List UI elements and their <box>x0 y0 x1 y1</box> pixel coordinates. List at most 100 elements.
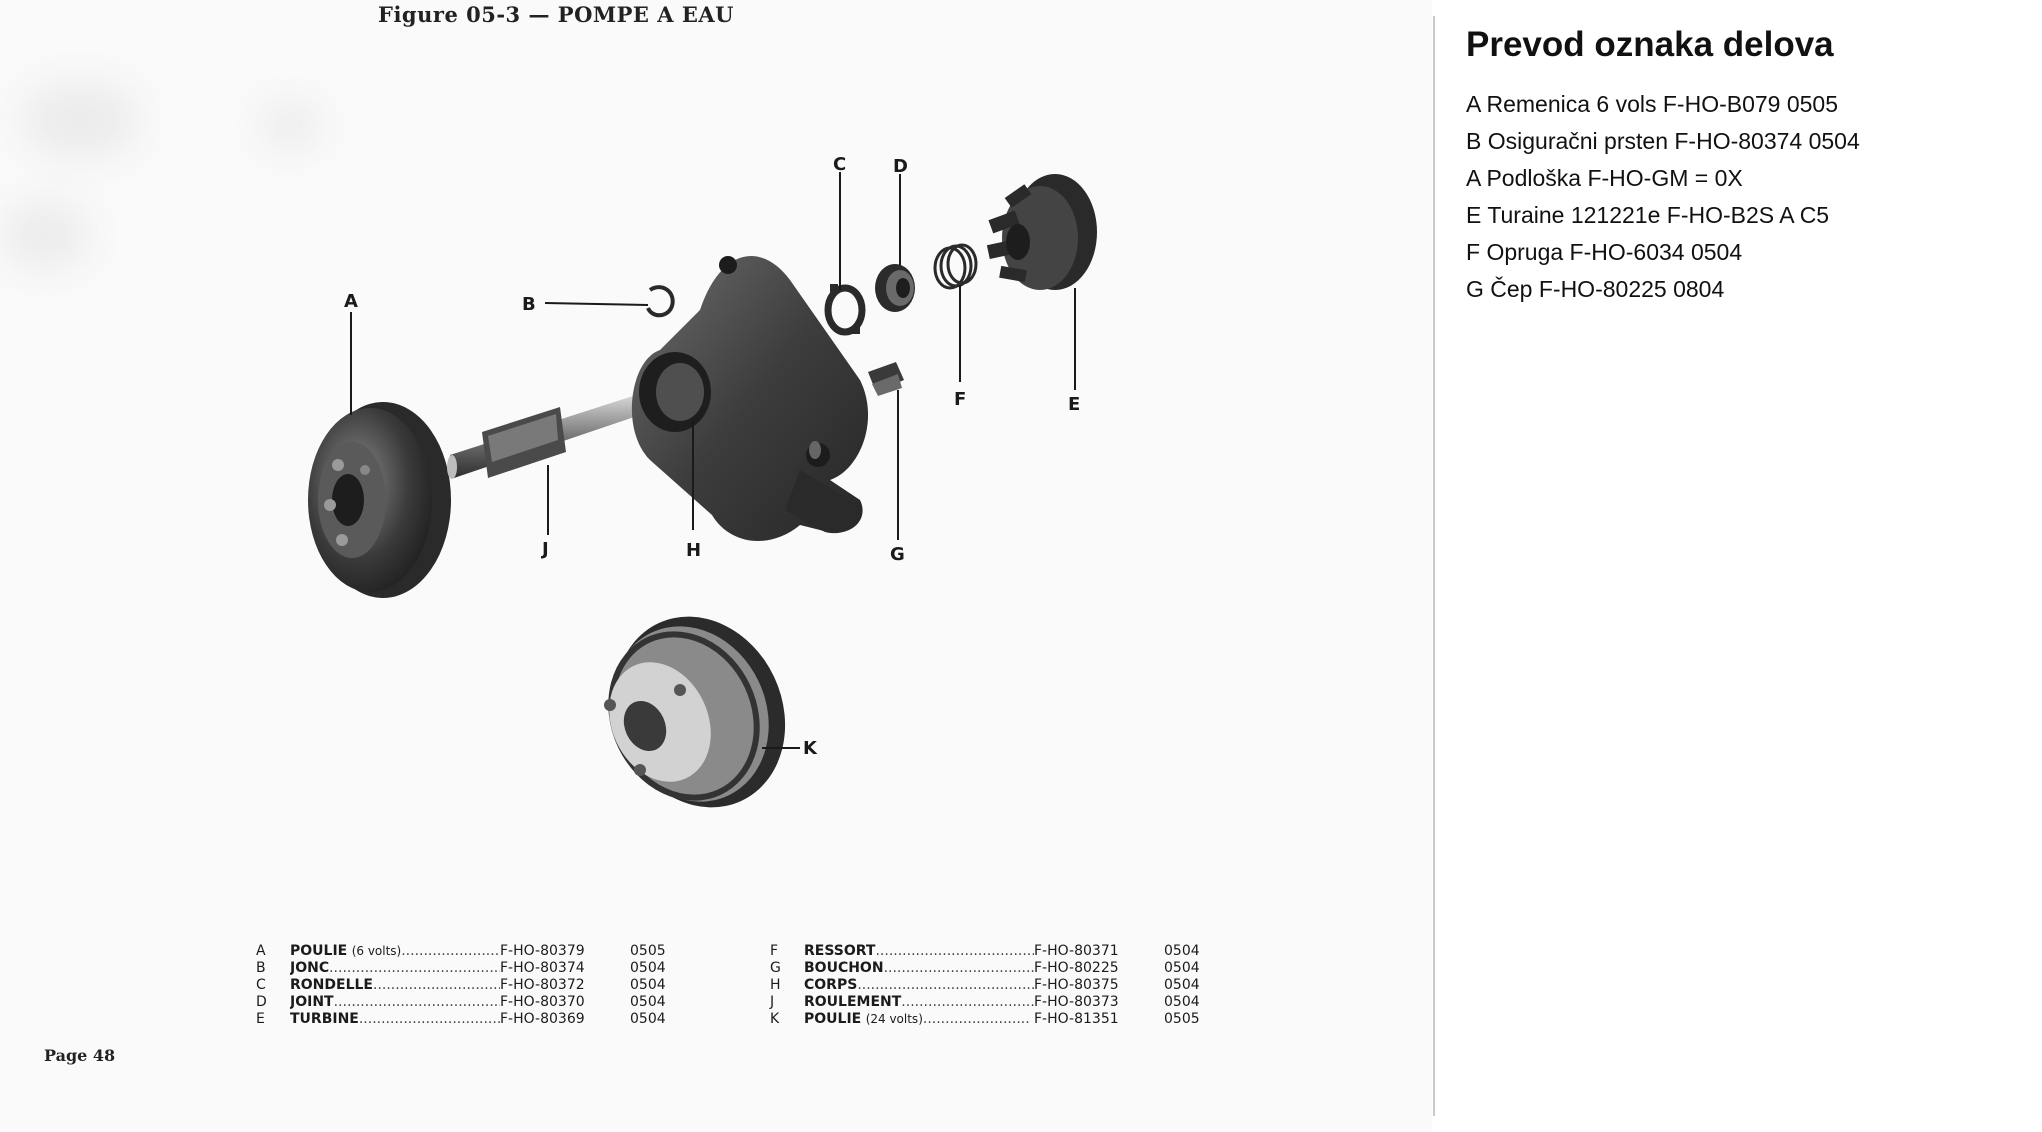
part-group: 0505 <box>630 943 666 959</box>
part-group: 0505 <box>1164 1011 1200 1027</box>
pump-body-part <box>631 256 869 542</box>
part-group: 0504 <box>630 960 666 976</box>
part-letter: K <box>770 1011 780 1027</box>
dot-leader: ........................................… <box>333 994 500 1010</box>
parts-row: B JONC..................................… <box>256 960 666 977</box>
part-letter: D <box>256 994 267 1010</box>
part-letter: G <box>770 960 781 976</box>
dot-leader: ........................................… <box>373 977 500 993</box>
pulley-24v-part <box>604 616 786 808</box>
scanned-manual-page: Figure 05-3 — POMPE A EAU <box>0 2 1200 1065</box>
part-name: RONDELLE <box>290 977 373 993</box>
water-pump-exploded-diagram: A B C D E F G H J K <box>308 154 1097 808</box>
callout-label-k: K <box>803 738 818 759</box>
circlip-part <box>646 285 675 318</box>
part-group: 0504 <box>630 994 666 1010</box>
part-group: 0504 <box>1164 960 1200 976</box>
dot-leader: ........................................… <box>329 960 500 976</box>
part-letter: B <box>256 960 266 976</box>
callout-label-f: F <box>954 389 966 410</box>
part-note: (24 volts) <box>865 1012 923 1026</box>
parts-list-left: A POULIE (6 volts)......................… <box>256 943 666 1028</box>
callout-label-j: J <box>540 539 549 560</box>
scan-smudge <box>260 100 320 150</box>
callout-label-b: B <box>522 294 536 315</box>
callout-label-c: C <box>833 154 846 175</box>
part-name: JOINT <box>290 994 334 1010</box>
parts-row: G BOUCHON...............................… <box>770 960 1200 977</box>
part-reference: F-HO-80373 <box>1034 994 1119 1010</box>
part-reference: F-HO-80369 <box>500 1011 585 1027</box>
figure-title: Figure 05-3 — POMPE A EAU <box>378 2 734 27</box>
pulley-6v-part <box>308 402 451 598</box>
part-reference: F-HO-81351 <box>1034 1011 1119 1027</box>
part-reference: F-HO-80375 <box>1034 977 1119 993</box>
parts-row: E TURBINE...............................… <box>256 1011 666 1028</box>
part-group: 0504 <box>1164 994 1200 1010</box>
part-letter: C <box>256 977 266 993</box>
part-name: POULIE <box>290 943 348 959</box>
scan-smudge <box>0 200 90 270</box>
part-name: TURBINE <box>290 1011 359 1027</box>
part-note: (6 volts) <box>351 944 402 958</box>
washer-part <box>824 284 866 336</box>
seal-joint-part <box>875 264 915 312</box>
part-name: POULIE <box>804 1011 862 1027</box>
translation-item: B Osiguračni prsten F-HO-80374 0504 <box>1466 128 1860 154</box>
callout-leader-lines <box>350 172 1076 749</box>
scan-smudge <box>20 80 140 160</box>
parts-row: D JOINT.................................… <box>256 994 666 1011</box>
parts-row: K POULIE (24 volts).....................… <box>770 1011 1200 1028</box>
page-number: Page 48 <box>44 1046 116 1065</box>
dot-leader: ........................ <box>922 1011 1030 1027</box>
part-letter: F <box>770 943 779 959</box>
dot-leader: ........................................… <box>883 960 1034 976</box>
bearing-shaft-part <box>447 395 640 479</box>
vertical-divider <box>1433 16 1435 1116</box>
translation-item: E Turaine 121221e F-HO-B2S A C5 <box>1466 202 1830 228</box>
callout-label-e: E <box>1068 394 1080 415</box>
part-reference: F-HO-80374 <box>500 960 585 976</box>
part-group: 0504 <box>1164 943 1200 959</box>
part-reference: F-HO-80379 <box>500 943 585 959</box>
part-name: CORPS <box>804 977 858 993</box>
callout-label-h: H <box>686 540 701 561</box>
translation-heading: Prevod oznaka delova <box>1466 25 1834 64</box>
dot-leader: ........................................… <box>358 1011 500 1027</box>
translation-item: A Remenica 6 vols F-HO-B079 0505 <box>1466 91 1839 117</box>
turbine-part <box>986 174 1097 290</box>
translation-item: A Podloška F-HO-GM = 0X <box>1466 165 1743 191</box>
spring-part <box>933 243 978 290</box>
part-name: ROULEMENT <box>804 994 902 1010</box>
part-letter: A <box>256 943 266 959</box>
part-letter: E <box>256 1011 265 1027</box>
part-reference: F-HO-80370 <box>500 994 585 1010</box>
part-group: 0504 <box>630 977 666 993</box>
translation-item: F Opruga F-HO-6034 0504 <box>1466 239 1743 265</box>
dot-leader: ........................................… <box>875 943 1034 959</box>
translation-item: G Čep F-HO-80225 0804 <box>1466 276 1725 302</box>
parts-row: H CORPS.................................… <box>770 977 1200 994</box>
part-letter: J <box>770 994 775 1010</box>
parts-row: F RESSORT...............................… <box>770 943 1200 960</box>
dot-leader: ........................ <box>401 943 500 959</box>
callout-label-g: G <box>890 544 905 565</box>
parts-row: A POULIE (6 volts)......................… <box>256 943 666 960</box>
part-name: RESSORT <box>804 943 876 959</box>
part-reference: F-HO-80225 <box>1034 960 1119 976</box>
part-name: BOUCHON <box>804 960 884 976</box>
dot-leader: ........................................… <box>901 994 1034 1010</box>
callout-label-a: A <box>344 291 358 312</box>
parts-row: J ROULEMENT.............................… <box>770 994 1200 1011</box>
plug-part <box>868 362 904 396</box>
part-group: 0504 <box>1164 977 1200 993</box>
part-group: 0504 <box>630 1011 666 1027</box>
dot-leader: ........................................… <box>857 977 1034 993</box>
translation-panel: Prevod oznaka delova A Remenica 6 vols F… <box>1466 20 2026 308</box>
callout-label-d: D <box>893 156 908 177</box>
parts-list-right: F RESSORT...............................… <box>770 943 1200 1028</box>
parts-row: C RONDELLE..............................… <box>256 977 666 994</box>
part-name: JONC <box>290 960 330 976</box>
part-reference: F-HO-80372 <box>500 977 585 993</box>
part-letter: H <box>770 977 781 993</box>
